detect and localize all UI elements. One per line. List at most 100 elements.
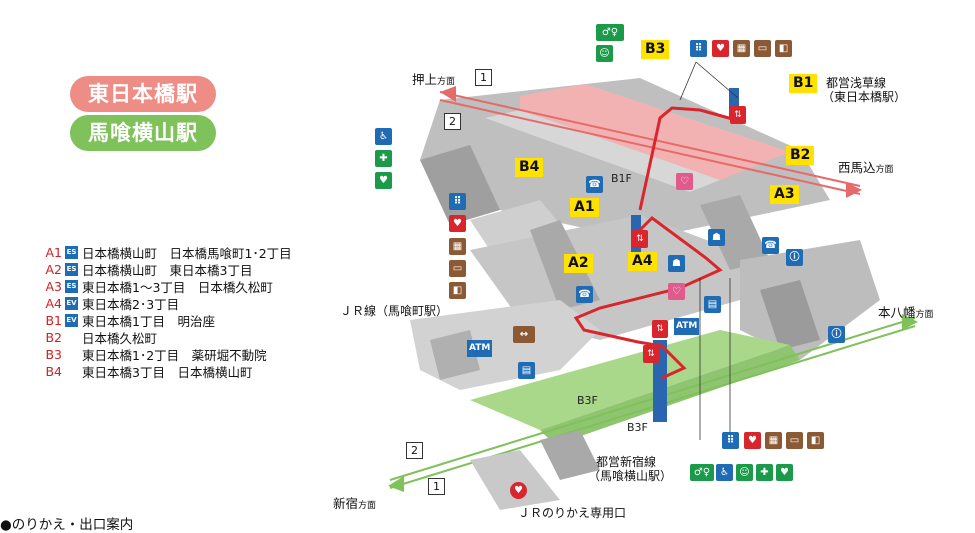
direction-oshiage-name: 押上 bbox=[412, 72, 438, 87]
baby-care-icon: ♥ bbox=[375, 172, 392, 189]
direction-motoyawata: 本八幡方面 bbox=[878, 302, 934, 321]
nursing-room-icon: ♡ bbox=[676, 173, 693, 190]
nursing-room-icon-b2: ♡ bbox=[668, 283, 685, 300]
legend-exit-destination: 東日本橋1丁目 明治座 bbox=[82, 314, 215, 329]
baby-care-icon-b3f: ♥ bbox=[776, 464, 793, 481]
elevator-icon-b3f: ⇅ bbox=[652, 320, 668, 338]
legend-exit-code: A4 bbox=[45, 296, 62, 311]
braille-map-icon-b3f: ⠿ bbox=[722, 432, 739, 449]
coin-locker-icon-west: ▤ bbox=[518, 362, 535, 379]
atm-icon-west: ATM bbox=[467, 340, 493, 357]
floor-b3f-a: B3F bbox=[577, 394, 598, 407]
ticket-machine-icon-b3: ▦ bbox=[733, 40, 750, 57]
exit-a3[interactable]: A3 bbox=[770, 185, 799, 204]
blank-icon bbox=[65, 365, 78, 378]
ostomate-icon-b3f: ✚ bbox=[756, 464, 773, 481]
legend-exit-destination: 東日本橋1～3丁目 日本橋久松町 bbox=[82, 280, 273, 295]
track-number-1-shinjuku: 1 bbox=[428, 478, 445, 495]
legend-exit-code: B3 bbox=[45, 347, 62, 362]
elevator-icon-a4: ⇅ bbox=[632, 230, 648, 248]
blank-icon bbox=[65, 348, 78, 361]
station-office-icon: ☗ bbox=[708, 229, 725, 246]
shinjuku-line-label: 都営新宿線 bbox=[596, 455, 657, 469]
escalator-icon: ES bbox=[65, 263, 78, 276]
coin-locker-icon: ▤ bbox=[704, 296, 721, 313]
accessible-route bbox=[573, 216, 723, 380]
jr-line-label: ＪＲ線（馬喰町駅） bbox=[340, 304, 449, 318]
legend-exit-code: A2 bbox=[45, 262, 62, 277]
direction-shinjuku: 新宿方面 bbox=[333, 493, 376, 512]
atm-icon-east: ATM bbox=[674, 318, 700, 335]
station-badge-bakuro-yokoyama: 馬喰横山駅 bbox=[70, 115, 216, 151]
braille-map-icon: ⠿ bbox=[449, 193, 466, 210]
wheelchair-icon-b3f: ♿ bbox=[716, 464, 733, 481]
escalator-icon: ES bbox=[65, 246, 78, 259]
asakusa-line-label: 都営浅草線 bbox=[826, 76, 887, 90]
phone-icon-west: ☎ bbox=[576, 286, 593, 303]
phone-icon-east: ☎ bbox=[762, 237, 779, 254]
toilet-icon-b3f: ♂♀ bbox=[690, 464, 714, 481]
aed-icon-b3f: ♥ bbox=[744, 432, 761, 449]
ostomate-icon: ✚ bbox=[375, 150, 392, 167]
direction-nishi-magome-name: 西馬込 bbox=[838, 160, 876, 175]
legend-exit-destination: 日本橋横山町 日本橋馬喰町1･2丁目 bbox=[82, 246, 292, 261]
exit-b3[interactable]: B3 bbox=[641, 40, 670, 59]
legend-exit-destination: 東日本橋1･2丁目 薬研堀不動院 bbox=[82, 348, 267, 363]
info-icon: ⓘ bbox=[786, 249, 803, 266]
card-charge-icon: ▭ bbox=[449, 260, 466, 277]
exit-b2[interactable]: B2 bbox=[786, 146, 815, 165]
legend-exit-code: A1 bbox=[45, 245, 62, 260]
aed-icon-jr: ♥ bbox=[510, 482, 527, 499]
ic-card-icon: ◧ bbox=[449, 282, 466, 299]
elevator-icon-b3f-lower: ⇅ bbox=[643, 345, 659, 363]
phone-icon: ☎ bbox=[586, 176, 603, 193]
track-number-2: 2 bbox=[444, 113, 461, 130]
exit-b1[interactable]: B1 bbox=[789, 74, 818, 93]
ic-card-icon-b3f: ◧ bbox=[807, 432, 824, 449]
ic-card-icon-b3: ◧ bbox=[775, 40, 792, 57]
exit-a4[interactable]: A4 bbox=[628, 252, 657, 271]
exit-a2[interactable]: A2 bbox=[564, 254, 593, 273]
elevator-icon: EV bbox=[65, 297, 78, 310]
legend-exit-code: B2 bbox=[45, 330, 62, 345]
exit-a1[interactable]: A1 bbox=[570, 198, 599, 217]
floor-b1f: B1F bbox=[611, 172, 632, 185]
legend-exit-destination: 日本橋久松町 bbox=[82, 331, 158, 346]
info-icon-east: ⓘ bbox=[828, 326, 845, 343]
legend-row-b2: B2 日本橋久松町 bbox=[36, 329, 292, 346]
elevator-shaft-b1 bbox=[729, 88, 739, 118]
direction-shinjuku-name: 新宿 bbox=[333, 496, 359, 511]
braille-map-icon-b3: ⠿ bbox=[690, 40, 707, 57]
legend-exit-code: B1 bbox=[45, 313, 62, 328]
aed-icon-b3: ♥ bbox=[712, 40, 729, 57]
station-office-icon-a4: ☗ bbox=[668, 255, 685, 272]
direction-suffix: 方面 bbox=[358, 501, 377, 511]
direction-suffix: 方面 bbox=[875, 165, 894, 175]
stairs-b4 bbox=[420, 145, 500, 225]
page-caption: ●のりかえ・出口案内 bbox=[0, 517, 134, 533]
aed-icon: ♥ bbox=[449, 215, 466, 232]
floor-b3f-b: B3F bbox=[627, 421, 648, 434]
track-number-1: 1 bbox=[475, 69, 492, 86]
legend-exit-destination: 東日本橋2･3丁目 bbox=[82, 297, 180, 312]
legend-row-b3: B3 東日本橋1･2丁目 薬研堀不動院 bbox=[36, 346, 292, 363]
blank-icon bbox=[65, 331, 78, 344]
transfer-gate-icon: ↔ bbox=[513, 326, 535, 343]
ticket-machine-icon: ▦ bbox=[449, 238, 466, 255]
card-charge-icon-b3f: ▭ bbox=[786, 432, 803, 449]
ticket-machine-icon-b3f: ▦ bbox=[765, 432, 782, 449]
asakusa-station-label: （東日本橋駅） bbox=[822, 90, 907, 104]
legend-exit-destination: 東日本橋3丁目 日本橋横山町 bbox=[82, 365, 253, 380]
direction-motoyawata-name: 本八幡 bbox=[878, 305, 916, 320]
jr-transfer-corridor bbox=[470, 450, 560, 510]
jr-transfer-gate-label: ＪＲのりかえ専用口 bbox=[518, 506, 627, 520]
exit-b4[interactable]: B4 bbox=[515, 158, 544, 177]
direction-nishi-magome: 西馬込方面 bbox=[838, 157, 894, 176]
